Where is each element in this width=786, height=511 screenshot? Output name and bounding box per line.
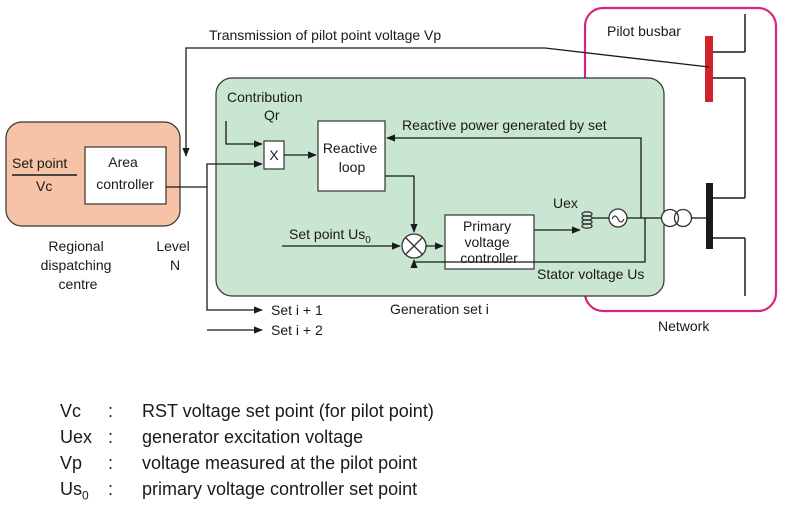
regional-caption: Regional dispatching centre — [41, 238, 116, 292]
generator-busbar — [706, 183, 713, 249]
legend-description: voltage measured at the pilot point — [142, 453, 418, 473]
legend-symbol: Vp — [60, 453, 83, 473]
pilot-voltage-transmission-label: Transmission of pilot point voltage Vp — [209, 27, 441, 43]
legend-row: Vp : voltage measured at the pilot point — [60, 450, 434, 476]
set-i-plus-2: Set i + 2 — [271, 322, 323, 338]
legend-description: generator excitation voltage — [142, 427, 364, 447]
legend: Vc : RST voltage set point (for pilot po… — [60, 398, 434, 509]
legend-description: primary voltage controller set point — [142, 479, 418, 499]
contribution-label: Contribution — [227, 89, 303, 105]
transformer-icon — [660, 208, 693, 228]
pilot-busbar — [705, 36, 713, 102]
legend-row: Us0 : primary voltage controller set poi… — [60, 476, 434, 509]
primary-controller-box — [444, 214, 535, 270]
vc-label: Vc — [36, 178, 52, 194]
stator-voltage-label: Stator voltage Us — [537, 266, 644, 282]
uex-label: Uex — [553, 195, 578, 211]
reactive-power-label: Reactive power generated by set — [402, 117, 607, 133]
generation-set-box — [215, 77, 665, 297]
legend-colon: : — [108, 427, 114, 447]
legend-colon: : — [108, 479, 114, 499]
area-controller-box — [84, 146, 167, 205]
set-point-label: Set point — [12, 155, 67, 171]
level-label: Level N — [156, 238, 193, 273]
legend-description: RST voltage set point (for pilot point) — [142, 401, 434, 421]
legend-row: Vc : RST voltage set point (for pilot po… — [60, 398, 434, 424]
multiplier-label: X — [269, 147, 279, 163]
legend-symbol: Us0 — [60, 479, 89, 503]
set-i-plus-1: Set i + 1 — [271, 302, 323, 318]
legend-symbol: Vc — [60, 401, 82, 421]
reactive-loop-box — [317, 120, 386, 192]
primary-controller-label: Primary voltage controller — [460, 218, 518, 266]
legend-colon: : — [108, 401, 114, 421]
pilot-busbar-label: Pilot busbar — [607, 23, 681, 39]
reactive-loop-label: Reactive loop — [323, 140, 381, 175]
set-point-us-label: Set point Us0 — [289, 226, 371, 246]
generation-set-caption: Generation set i — [390, 301, 489, 317]
area-controller-label: Area controller — [96, 154, 154, 192]
network-label: Network — [658, 318, 710, 334]
pilot-voltage-line — [182, 47, 710, 157]
legend-row: Uex : generator excitation voltage — [60, 424, 434, 450]
legend-colon: : — [108, 453, 114, 473]
qr-label: Qr — [264, 107, 280, 123]
legend-symbol: Uex — [60, 427, 93, 447]
